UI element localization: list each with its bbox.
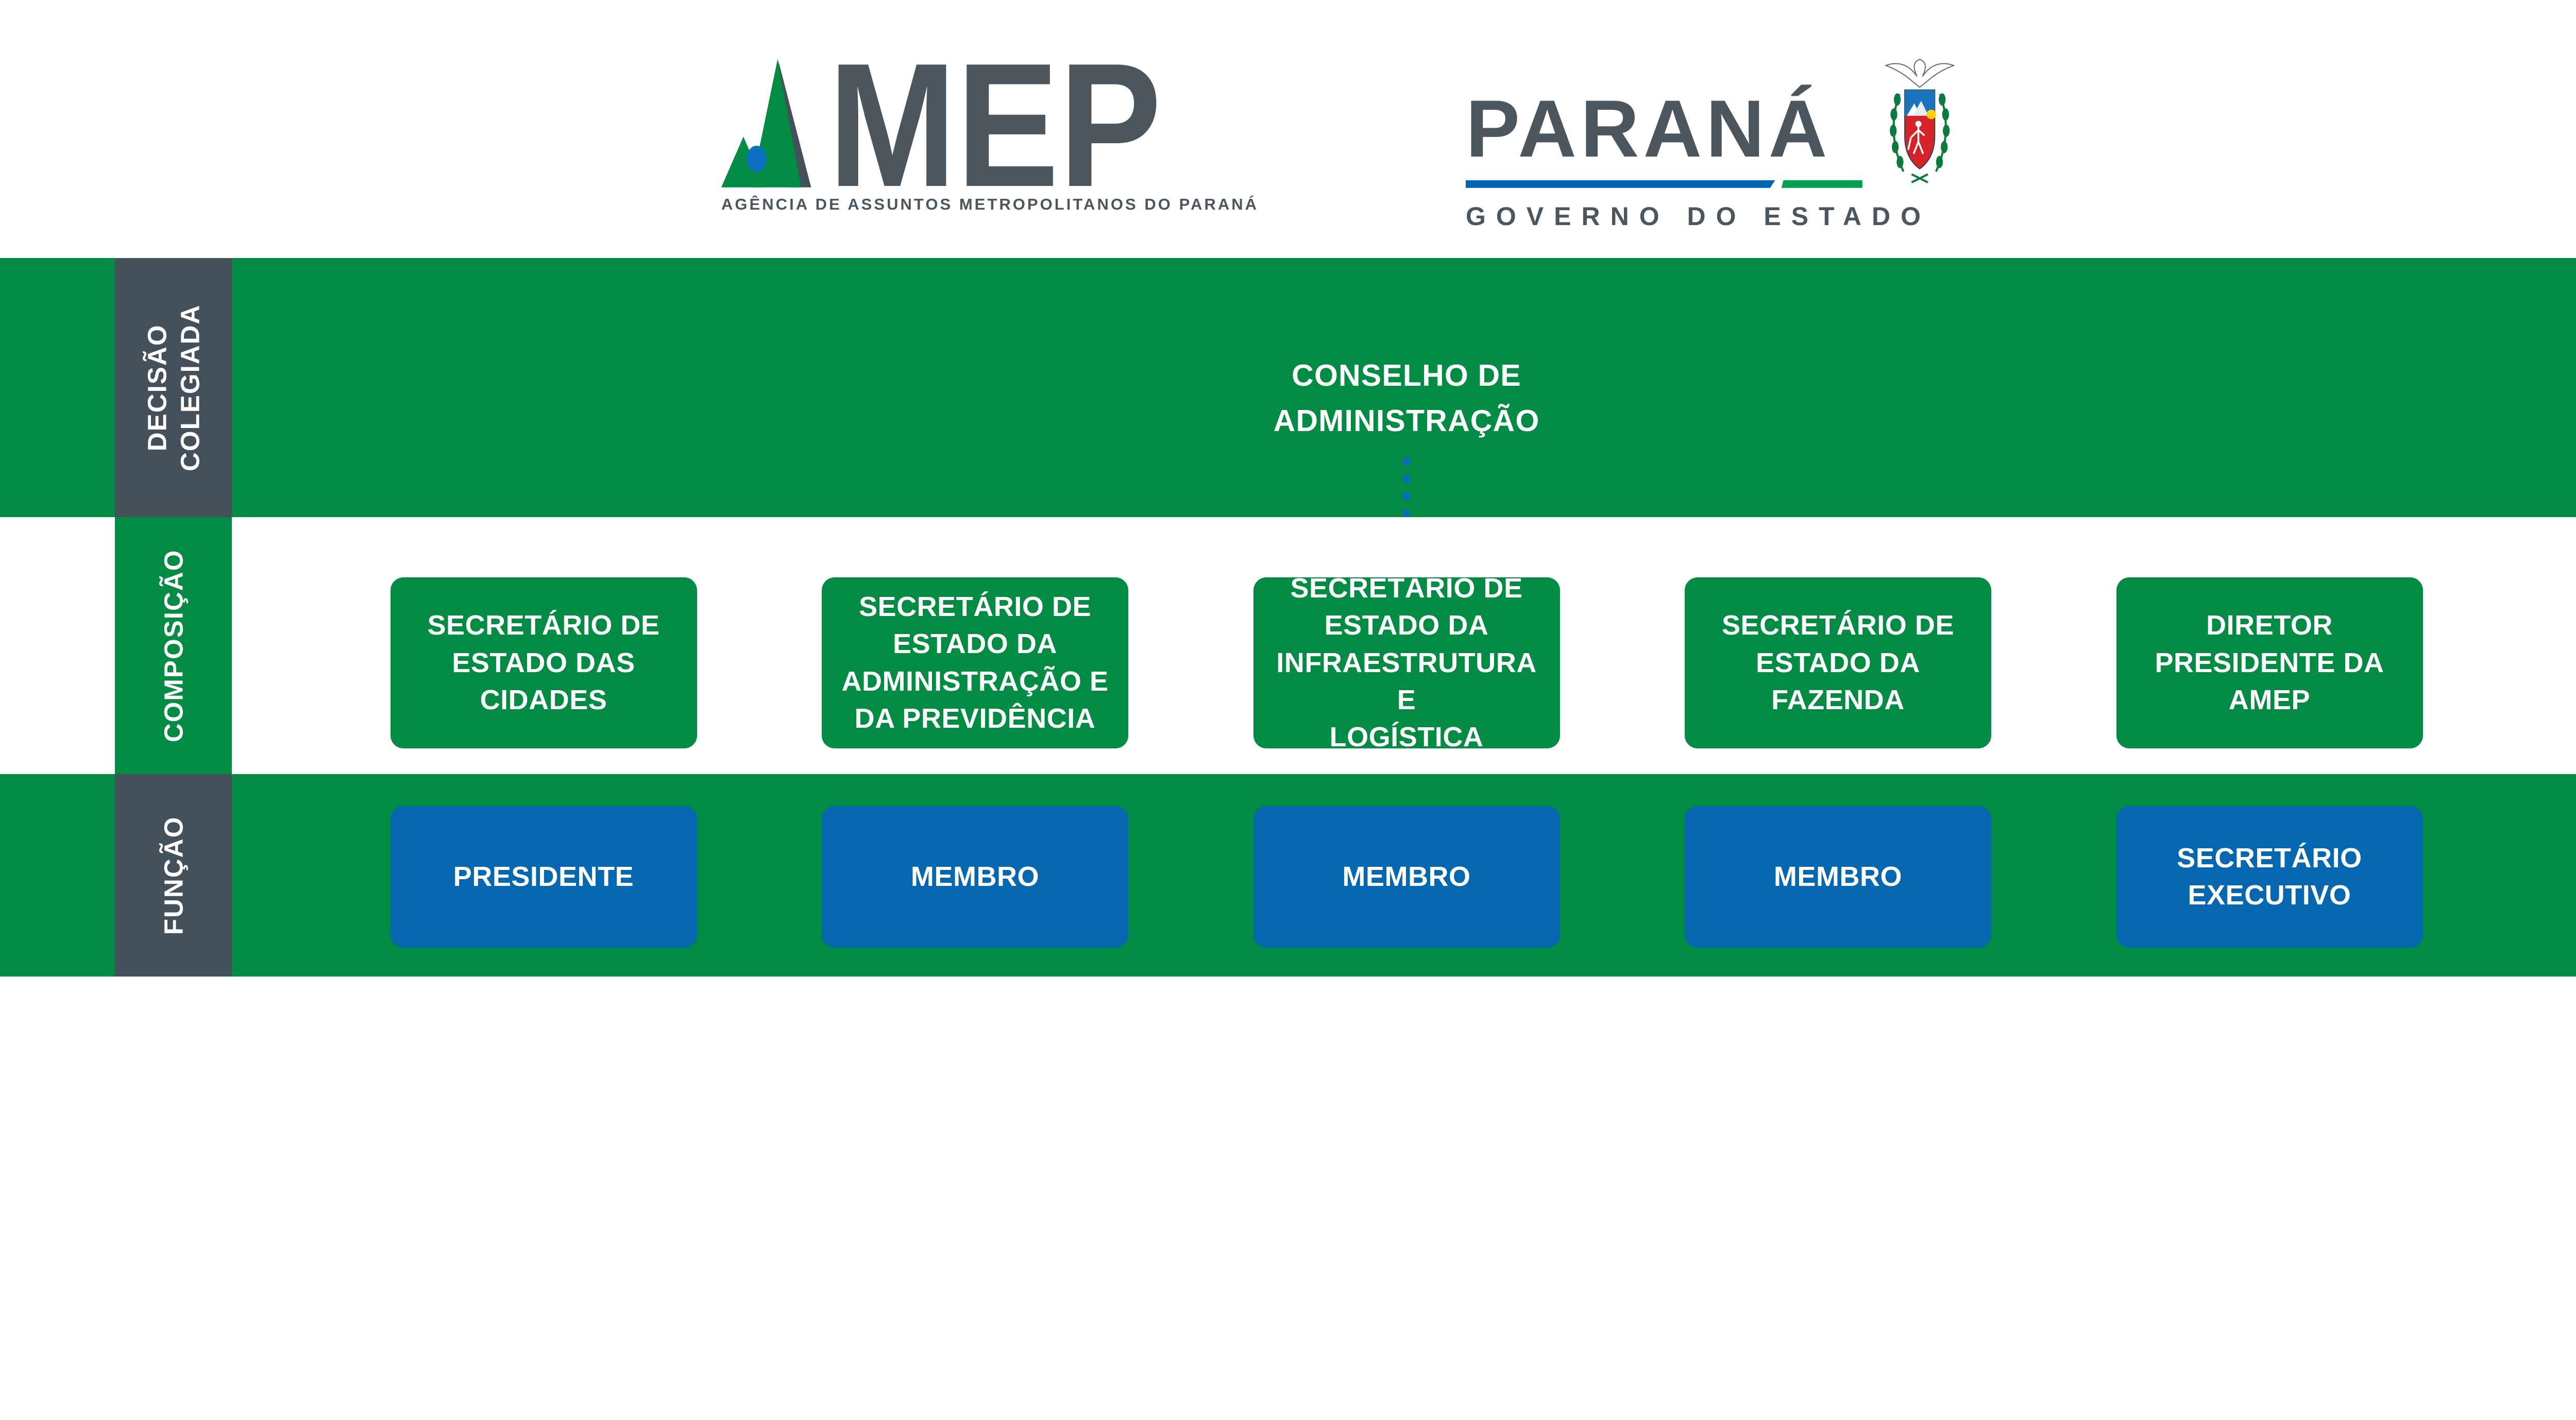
- side-label-funcao-text: FUNÇÃO: [159, 816, 189, 935]
- org-box-secretario-administracao-previdencia: SECRETÁRIO DE ESTADO DA ADMINISTRAÇÃO E …: [822, 577, 1128, 748]
- band-decisao-colegiada: DECISÃO COLEGIADA: [0, 258, 2576, 518]
- org-box-diretor-presidente-amep-text: DIRETOR PRESIDENTE DA AMEP: [2155, 610, 2384, 715]
- parana-bar-blue-segment: [1466, 180, 1775, 188]
- org-box-secretario-infraestrutura-logistica-text: SECRETÁRIO DE ESTADO DA INFRAESTRUTURA E…: [1276, 572, 1537, 753]
- amep-subtitle: AGÊNCIA DE ASSUNTOS METROPOLITANOS DO PA…: [721, 195, 1259, 214]
- org-chart-page: MEP AGÊNCIA DE ASSUNTOS METROPOLITANOS D…: [0, 45, 2576, 977]
- side-label-decisao-colegiada-text: DECISÃO COLEGIADA: [142, 304, 205, 471]
- function-box-membro-3: MEMBRO: [1685, 806, 1991, 948]
- org-box-secretario-administracao-previdencia-text: SECRETÁRIO DE ESTADO DA ADMINISTRAÇÃO E …: [841, 591, 1109, 734]
- org-box-secretario-cidades: SECRETÁRIO DE ESTADO DAS CIDADES: [390, 577, 697, 748]
- side-label-decisao-colegiada: DECISÃO COLEGIADA: [115, 258, 232, 518]
- side-label-composicao-text: COMPOSIÇÃO: [159, 549, 189, 742]
- org-box-secretario-fazenda: SECRETÁRIO DE ESTADO DA FAZENDA: [1685, 577, 1991, 748]
- parana-bar-green-segment: [1781, 180, 1862, 188]
- farmer-figure-icon: [1907, 121, 1925, 155]
- side-label-composicao: COMPOSIÇÃO: [115, 517, 232, 774]
- parana-divider-bar: [1466, 180, 1862, 188]
- function-box-membro-1-text: MEMBRO: [910, 861, 1040, 892]
- function-box-secretario-executivo-text: SECRETÁRIO EXECUTIVO: [2177, 842, 2362, 911]
- amep-acronym: MEP: [828, 45, 1162, 187]
- amep-logo: MEP AGÊNCIA DE ASSUNTOS METROPOLITANOS D…: [721, 45, 1259, 214]
- org-box-secretario-infraestrutura-logistica: SECRETÁRIO DE ESTADO DA INFRAESTRUTURA E…: [1253, 573, 1560, 752]
- laurel-branch-right-icon: [1935, 93, 1950, 173]
- function-box-membro-2: MEMBRO: [1253, 806, 1560, 948]
- shield-icon: [1904, 89, 1936, 170]
- org-box-secretario-cidades-text: SECRETÁRIO DE ESTADO DAS CIDADES: [427, 610, 660, 715]
- eagle-icon: [1884, 59, 1955, 88]
- parana-text-column: PARANÁ GOVERNO DO ESTADO: [1466, 83, 1931, 231]
- amep-blue-dot-icon: [747, 146, 767, 173]
- amep-logo-mark-icon: MEP: [721, 45, 1162, 188]
- side-label-funcao: FUNÇÃO: [115, 774, 232, 977]
- parana-subtitle: GOVERNO DO ESTADO: [1466, 201, 1931, 231]
- function-box-presidente: PRESIDENTE: [390, 806, 697, 948]
- org-box-secretario-fazenda-text: SECRETÁRIO DE ESTADO DA FAZENDA: [1721, 610, 1955, 715]
- parana-title: PARANÁ: [1466, 83, 1832, 175]
- connector-council-drop: [1403, 457, 1410, 519]
- function-box-membro-1: MEMBRO: [822, 806, 1128, 948]
- function-box-presidente-text: PRESIDENTE: [453, 861, 634, 892]
- function-box-membro-2-text: MEMBRO: [1342, 861, 1471, 892]
- crossed-stems-icon: [1911, 173, 1928, 184]
- org-box-conselho-administracao: CONSELHO DE ADMINISTRAÇÃO: [1273, 358, 1540, 438]
- function-box-membro-3-text: MEMBRO: [1773, 861, 1903, 892]
- parana-coat-of-arms-icon: [1884, 59, 1955, 184]
- function-box-secretario-executivo: SECRETÁRIO EXECUTIVO: [2116, 806, 2423, 948]
- org-box-diretor-presidente-amep: DIRETOR PRESIDENTE DA AMEP: [2116, 577, 2423, 748]
- laurel-branch-left-icon: [1889, 93, 1904, 173]
- parana-logo: PARANÁ GOVERNO DO ESTADO: [1466, 55, 1960, 231]
